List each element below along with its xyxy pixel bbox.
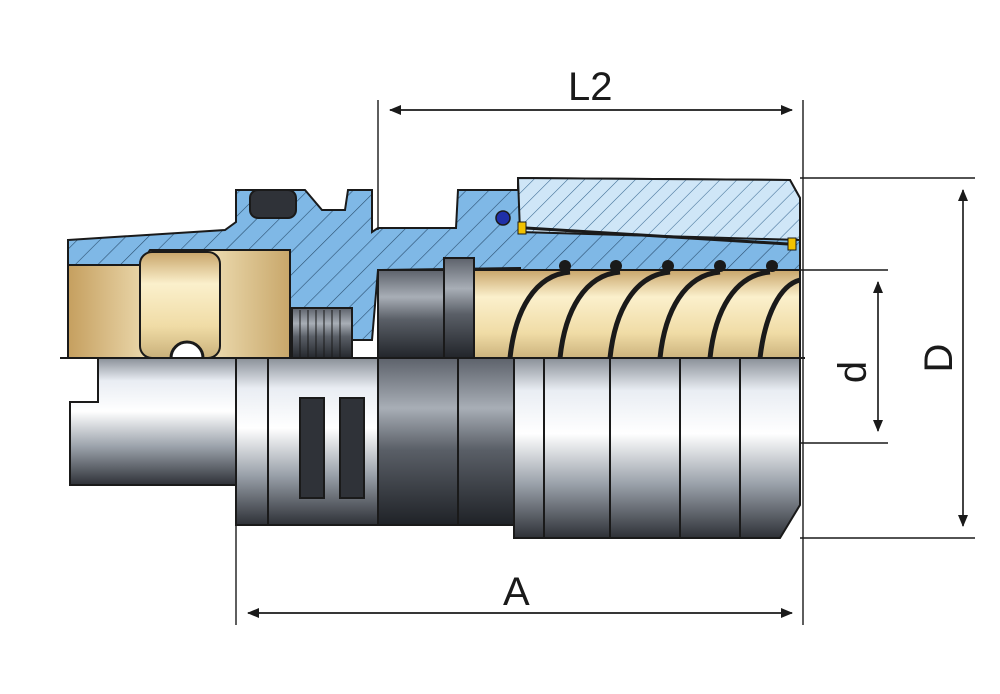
lower-half — [60, 357, 805, 539]
spring-sleeve — [473, 269, 801, 361]
drive-slot — [249, 189, 297, 219]
seal-marker-end — [787, 237, 797, 251]
collar-slot-2 — [339, 397, 365, 499]
upper-section — [67, 176, 801, 376]
nut-ring-1 — [457, 357, 515, 526]
collar-slot-1 — [299, 397, 325, 499]
spring-wires — [559, 260, 778, 272]
collet-flange-upper — [443, 257, 475, 361]
nut-ring-2 — [513, 357, 545, 539]
collet-body — [377, 357, 459, 526]
flange-ring — [235, 357, 269, 526]
coil-springs — [507, 269, 801, 359]
dimension-l2-label: L2 — [568, 65, 613, 109]
seal-groove — [525, 226, 789, 246]
dimension-lines — [235, 100, 975, 625]
seal-ball — [495, 210, 511, 226]
shank-outer — [69, 357, 237, 486]
dimension-d-label: d — [831, 361, 875, 383]
clamping-nut — [543, 357, 801, 539]
threaded-stud — [291, 307, 353, 361]
dimension-D-label: D — [917, 344, 961, 373]
dimension-a-label: A — [503, 570, 530, 614]
seal-marker — [517, 221, 527, 235]
